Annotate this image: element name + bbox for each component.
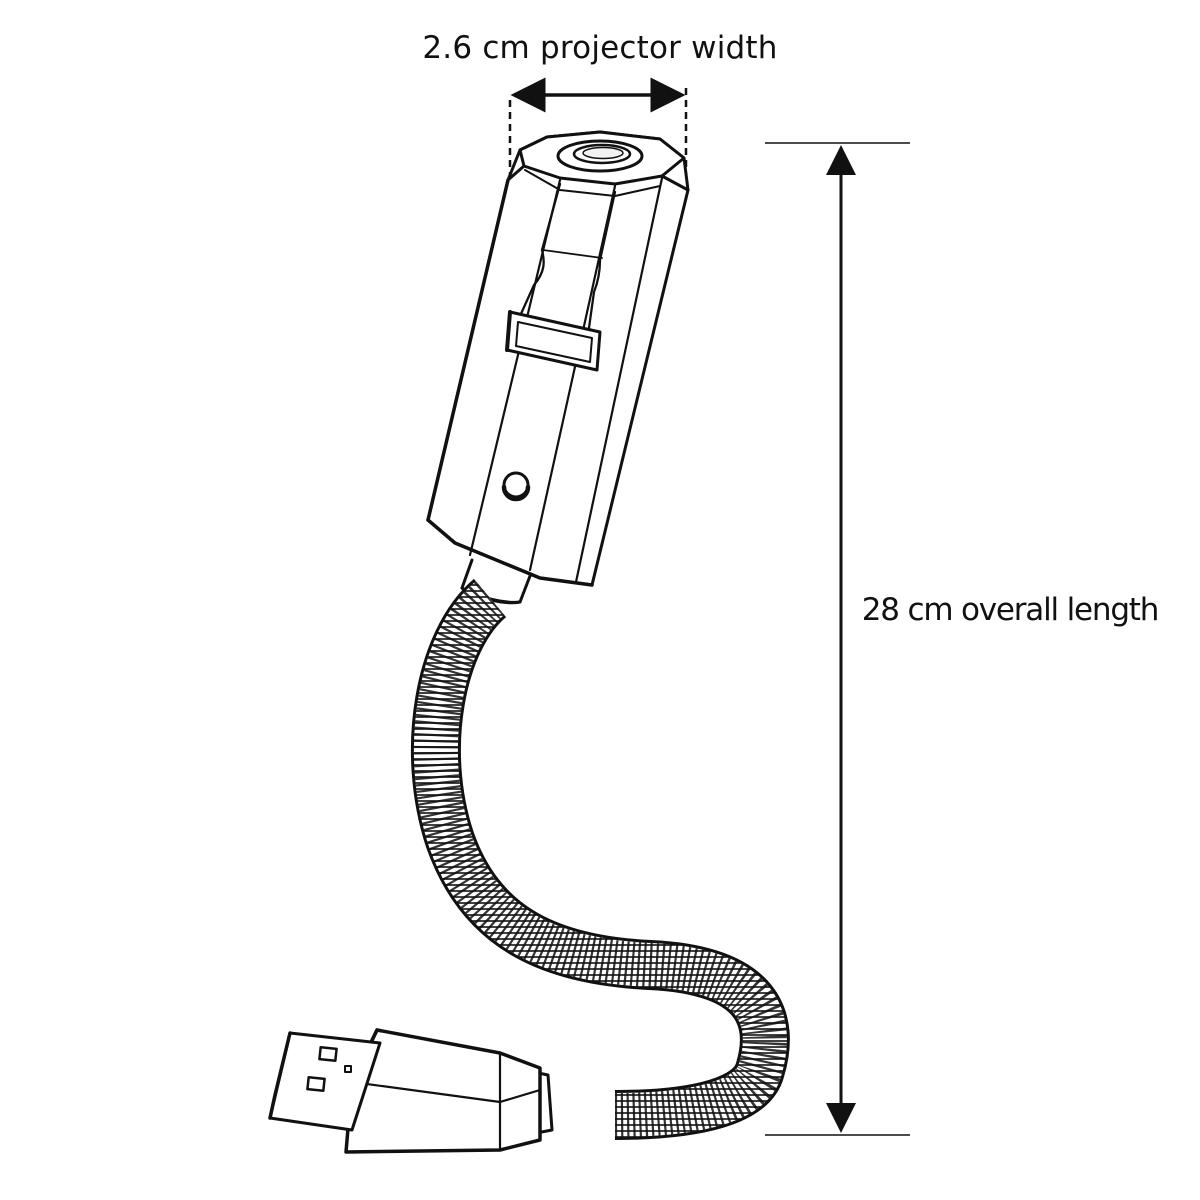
- projector-illustration: [268, 130, 790, 1154]
- usb-contact-window-2: [306, 1075, 326, 1093]
- slide-switch: [505, 310, 602, 372]
- width-dimension: 2.6 cm projector width: [422, 30, 777, 190]
- usb-contact-window-1: [318, 1045, 338, 1063]
- lens: [556, 139, 644, 173]
- length-dimension: 28 cm overall length: [765, 142, 1159, 1136]
- width-label: 2.6 cm projector width: [422, 30, 777, 66]
- usb-plug: [268, 1028, 554, 1154]
- flexible-gooseneck: [410, 578, 790, 1140]
- inner-panel: [518, 182, 617, 337]
- power-button-icon: [501, 471, 531, 502]
- length-label: 28 cm overall length: [862, 592, 1158, 628]
